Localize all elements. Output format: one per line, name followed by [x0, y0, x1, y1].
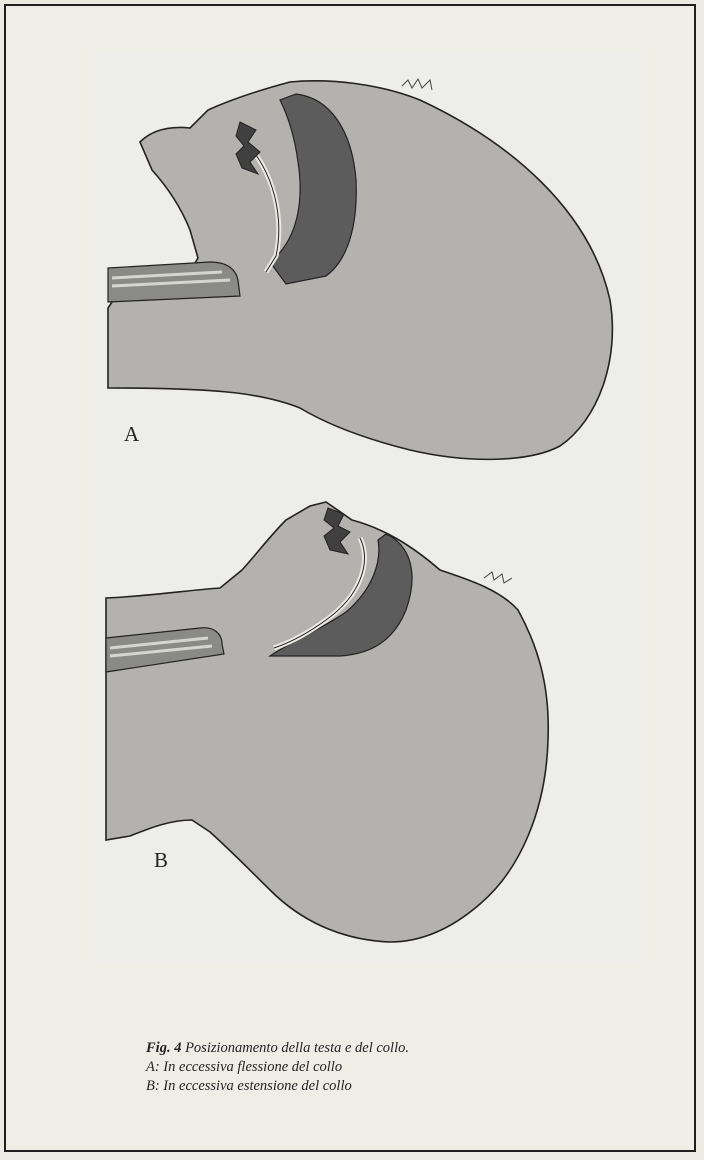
- caption-title: Posizionamento della testa e del collo.: [185, 1040, 409, 1056]
- panel-a-hair: [402, 79, 432, 90]
- panel-b-head-silhouette: [106, 502, 548, 942]
- panel-b-head: [106, 502, 548, 942]
- panel-a-head: [108, 79, 612, 459]
- caption-fig-number: Fig. 4: [146, 1040, 181, 1056]
- figure-illustration: A B: [90, 50, 646, 962]
- panel-b-hair: [484, 572, 512, 583]
- caption-line-a: A: In eccessiva flessione del collo: [146, 1058, 666, 1077]
- head-neck-diagram: [90, 50, 646, 962]
- caption-line-b: B: In eccessiva estensione del collo: [146, 1077, 666, 1096]
- panel-label-a: A: [124, 422, 139, 447]
- figure-caption: Fig. 4 Posizionamento della testa e del …: [146, 1039, 666, 1096]
- caption-title-line: Fig. 4 Posizionamento della testa e del …: [146, 1039, 666, 1058]
- panel-label-b: B: [154, 848, 168, 873]
